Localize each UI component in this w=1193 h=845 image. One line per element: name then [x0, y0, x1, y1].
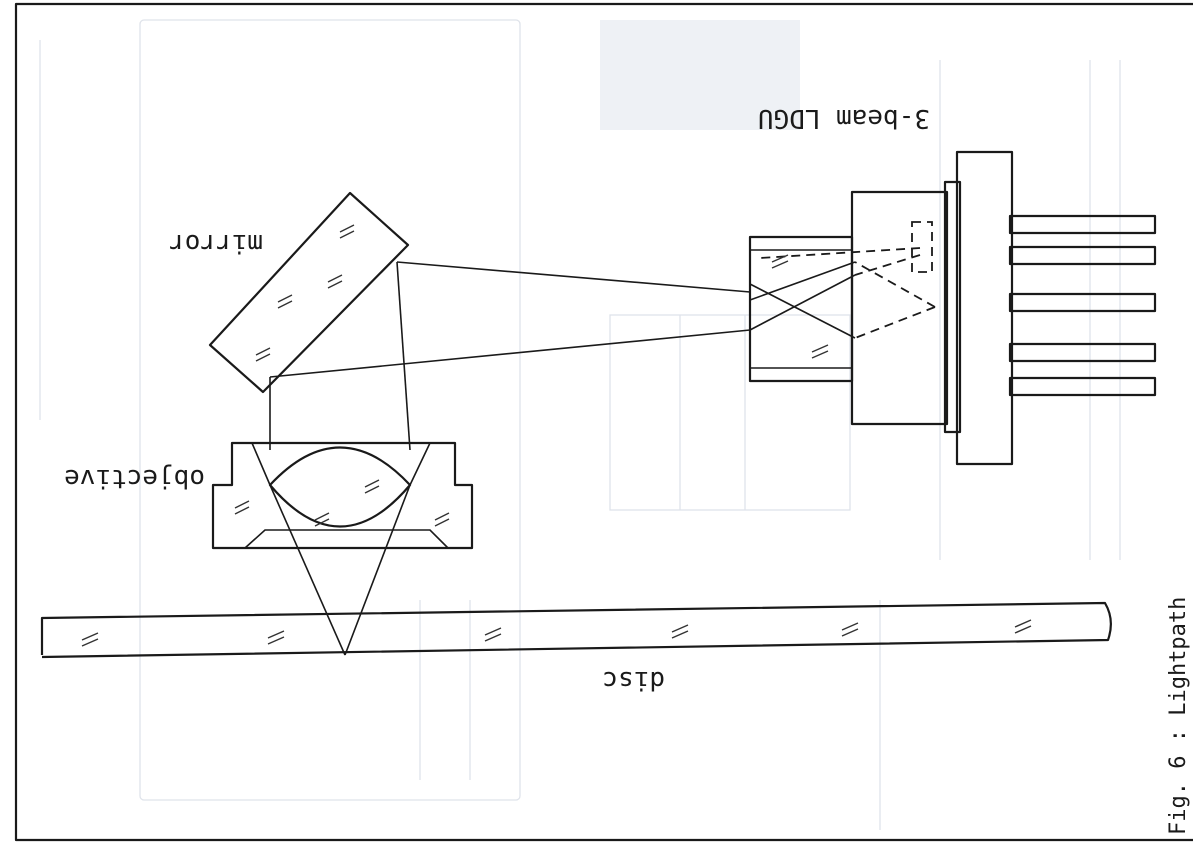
figure-caption: Fig. 6 : Lightpath — [1166, 597, 1191, 835]
objective-lens: objective — [64, 441, 474, 550]
light-path — [269, 261, 751, 451]
disc-label: disc — [602, 665, 665, 695]
ldgu-unit: 3-beam LDGU — [748, 103, 1157, 466]
mirror-label: mirror — [169, 228, 263, 258]
disc: disc — [40, 601, 1112, 695]
ldgu-label: 3-beam LDGU — [758, 103, 930, 133]
objective-label: objective — [64, 463, 205, 493]
laser-diode — [911, 221, 933, 273]
focus-cone — [269, 484, 411, 656]
mirror: mirror — [169, 191, 410, 394]
page-border — [14, 2, 1193, 842]
